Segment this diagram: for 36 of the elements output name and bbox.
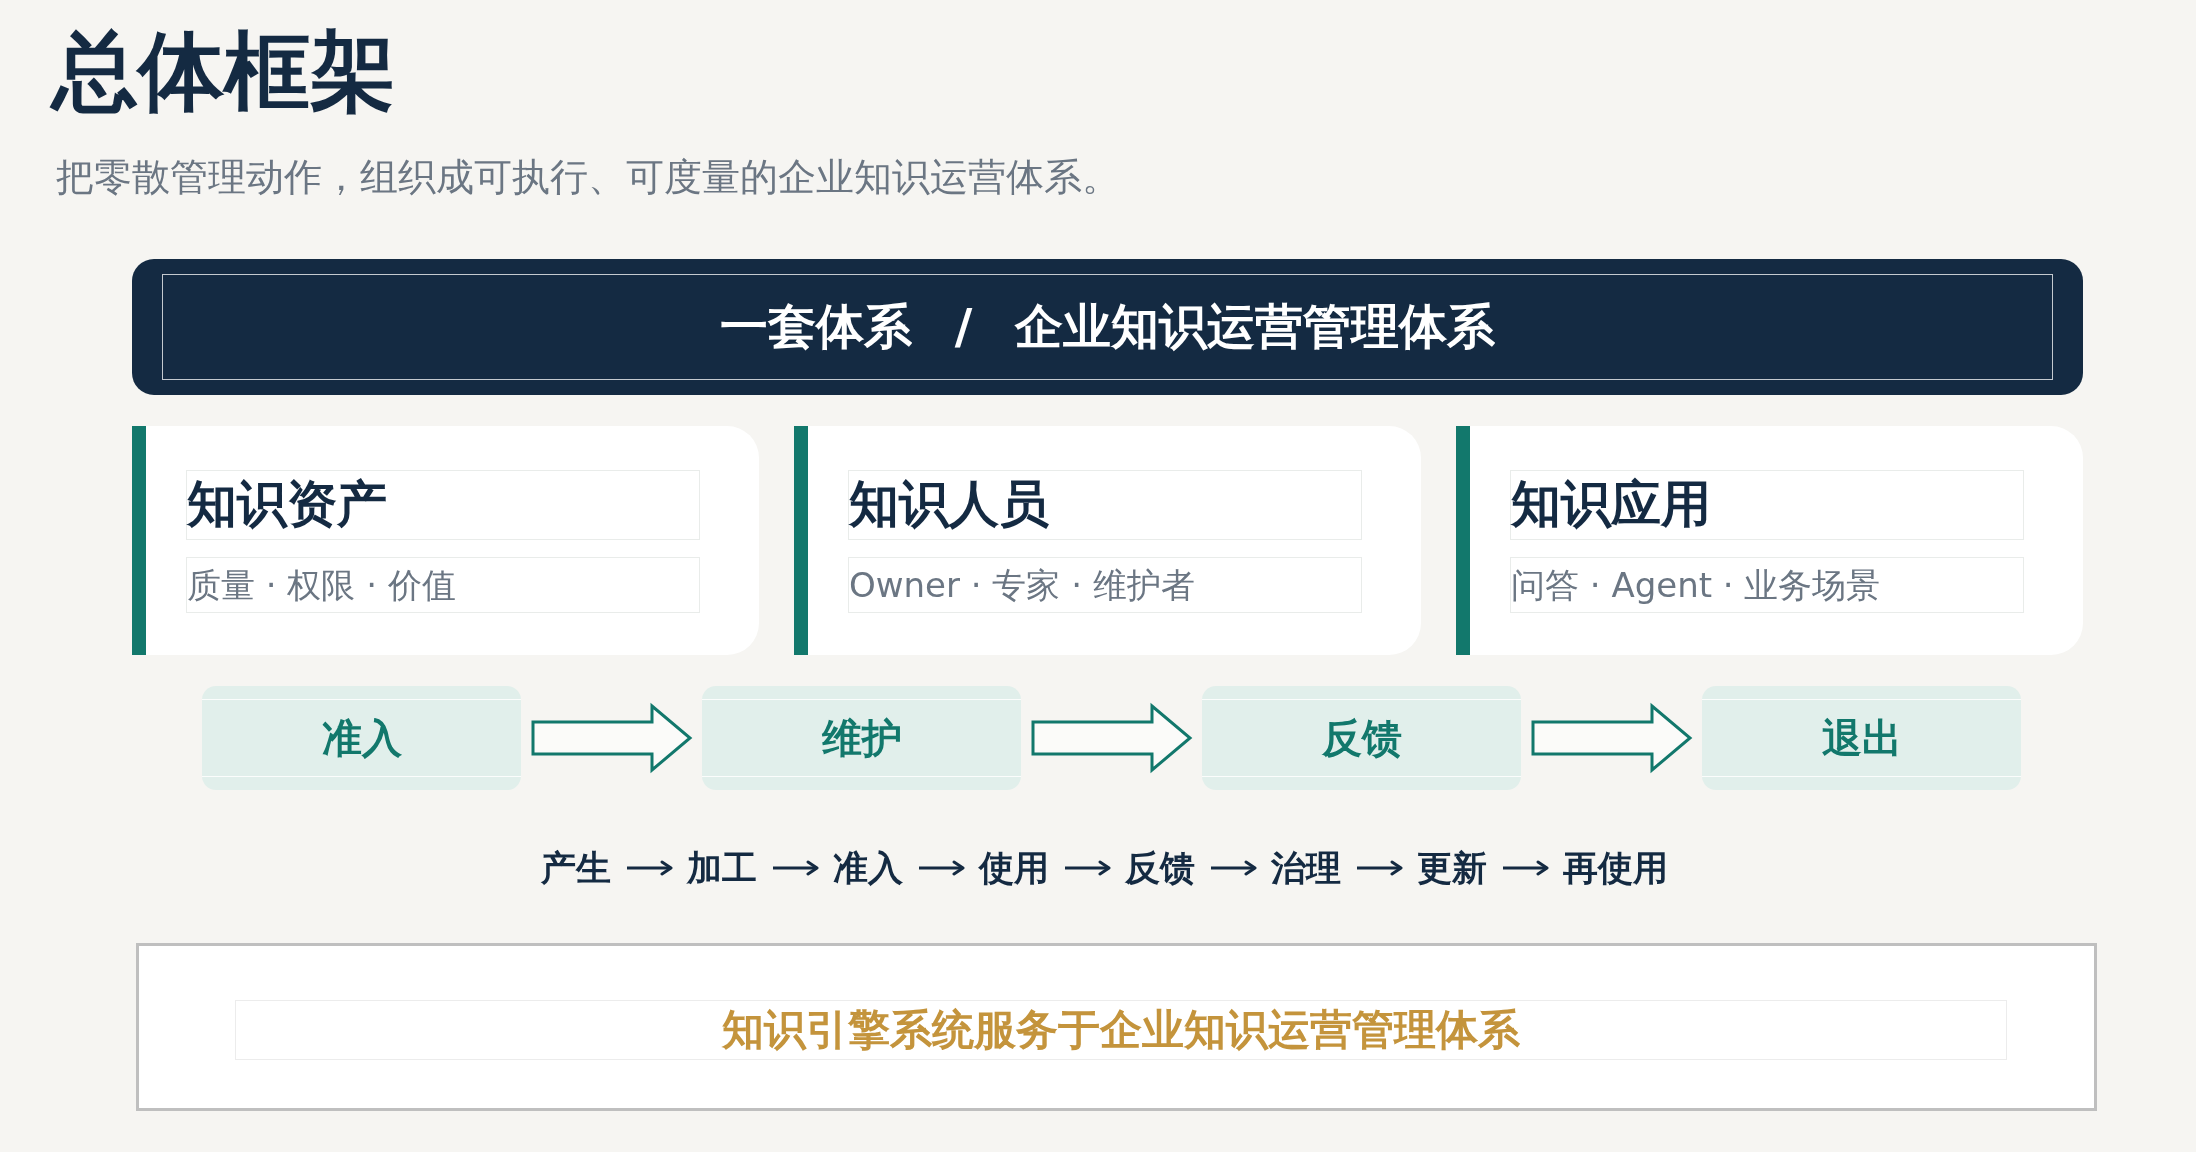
arrow	[1211, 860, 1257, 876]
arrow	[1503, 860, 1549, 876]
arrow	[627, 860, 673, 876]
block-arrow	[531, 702, 693, 774]
arrow	[1065, 860, 1111, 876]
stage-box: 准入	[202, 686, 521, 790]
statement-panel	[136, 943, 2097, 1111]
arrow	[919, 860, 965, 876]
card-subtitle: Owner · 专家 · 维护者	[849, 564, 1195, 606]
block-arrow	[1531, 702, 1693, 774]
title-banner	[132, 259, 2083, 395]
step-label: 产生	[541, 847, 611, 889]
step-label: 准入	[833, 847, 903, 889]
card-subtitle: 质量 · 权限 · 价值	[187, 564, 456, 606]
step-label: 治理	[1271, 847, 1341, 889]
category-card	[1456, 426, 2083, 655]
statement-text: 知识引擎系统服务于企业知识运营管理体系	[722, 1004, 1520, 1056]
step-label: 更新	[1417, 847, 1487, 889]
category-card	[794, 426, 1421, 655]
block-arrow	[1031, 702, 1193, 774]
card-heading: 知识人员	[849, 476, 1049, 534]
step-label: 反馈	[1125, 847, 1195, 889]
page-subtitle: 把零散管理动作，组织成可执行、可度量的企业知识运营体系。	[56, 155, 1120, 201]
step-label: 加工	[687, 847, 757, 889]
card-heading: 知识应用	[1511, 476, 1711, 534]
step-label: 使用	[979, 847, 1049, 889]
banner-title: 一套体系 / 企业知识运营管理体系	[719, 298, 1496, 356]
stage-box: 反馈	[1202, 686, 1521, 790]
card-heading: 知识资产	[187, 476, 387, 534]
card-subtitle: 问答 · Agent · 业务场景	[1511, 564, 1881, 606]
stage-box: 退出	[1702, 686, 2021, 790]
step-label: 再使用	[1563, 847, 1668, 889]
stage-box: 维护	[702, 686, 1021, 790]
arrow	[1357, 860, 1403, 876]
category-card	[132, 426, 759, 655]
arrow	[773, 860, 819, 876]
